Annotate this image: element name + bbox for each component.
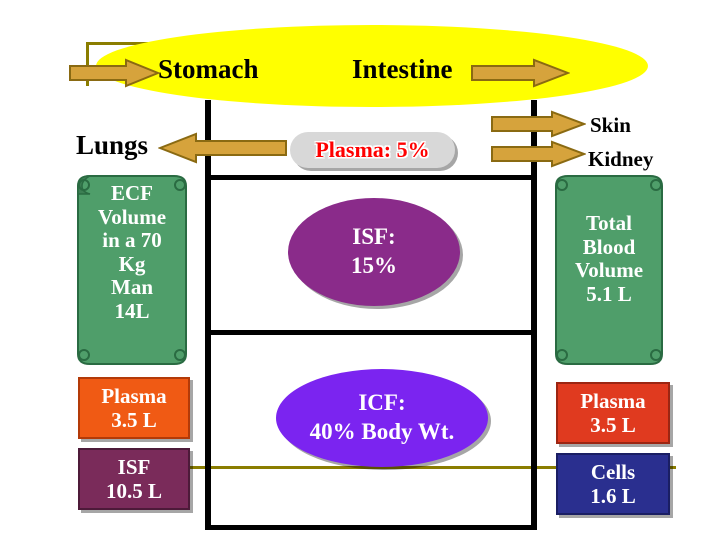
arrow-to-lungs-icon [158, 132, 287, 164]
ecf-line-3: in a 70 [102, 228, 162, 253]
label-skin: Skin [590, 113, 631, 137]
ecf-line-6: 14L [114, 298, 150, 323]
frame-top-horizontal [205, 175, 537, 180]
ecf-line-4: Kg [118, 251, 146, 276]
ecf-line-1: ECF [111, 181, 153, 205]
arrow-to-skin-icon [491, 110, 586, 138]
frame-left-vertical [205, 100, 211, 530]
arrow-to-kidney-icon [491, 140, 586, 168]
ecf-line-2: Volume [97, 204, 167, 229]
cells-right-line-2: 1.6 L [590, 484, 636, 508]
label-lungs: Lungs [76, 130, 149, 160]
blood-line-1: Total [586, 211, 632, 235]
icf-ellipse-line-2: 40% Body Wt. [309, 419, 455, 444]
isf-left-box: ISF 10.5 L [78, 448, 190, 510]
label-kidney: Kidney [588, 147, 654, 171]
ecf-volume-scroll [77, 175, 187, 365]
isf-left-line-1: ISF [117, 454, 151, 479]
plasma-right-box: Plasma 3.5 L [556, 382, 670, 444]
cells-right-line-1: Cells [590, 459, 636, 484]
arrow-out-intestine-icon [471, 58, 570, 88]
isf-ellipse-line-2: 15% [351, 253, 397, 278]
icf-ellipse-line-1: ICF: [358, 390, 406, 416]
plasma-right-line-2: 3.5 L [590, 413, 636, 437]
plasma-left-line-1: Plasma [101, 383, 167, 408]
isf-left-line-2: 10.5 L [105, 479, 162, 503]
frame-right-vertical [531, 100, 537, 530]
arrow-into-stomach-icon [69, 58, 160, 88]
isf-ellipse-line-1: ISF: [352, 224, 396, 250]
label-stomach: Stomach [158, 54, 259, 84]
plasma-5-percent-label: Plasma: 5% [315, 137, 430, 162]
total-blood-volume-scroll [555, 175, 663, 365]
plasma-left-box: Plasma 3.5 L [78, 377, 190, 439]
plasma-right-line-1: Plasma [580, 388, 646, 413]
blood-line-2: Blood [582, 234, 636, 259]
icf-ellipse: ICF: 40% Body Wt. [276, 369, 488, 467]
olive-horizontal-line-bottom [186, 466, 676, 469]
plasma-5-percent-pill: Plasma: 5% [290, 132, 455, 168]
ecf-line-5: Man [111, 275, 153, 300]
isf-ellipse: ISF: 15% [288, 198, 460, 306]
plasma-left-line-2: 3.5 L [111, 408, 157, 432]
olive-vertical-line-left [86, 42, 89, 86]
gi-tract-ellipse [96, 25, 648, 107]
blood-line-4: 5.1 L [586, 281, 632, 306]
label-intestine: Intestine [352, 54, 453, 84]
frame-mid-horizontal [205, 330, 537, 335]
frame-bottom-horizontal [205, 525, 537, 530]
blood-line-3: Volume [574, 258, 644, 283]
total-blood-volume-scroll-text: Total Blood Volume 5.1 L [548, 211, 670, 306]
olive-horizontal-line-top [86, 42, 174, 45]
cells-right-box: Cells 1.6 L [556, 453, 670, 515]
ecf-volume-scroll-text: ECF Volume in a 70 Kg Man 14L [68, 181, 196, 323]
